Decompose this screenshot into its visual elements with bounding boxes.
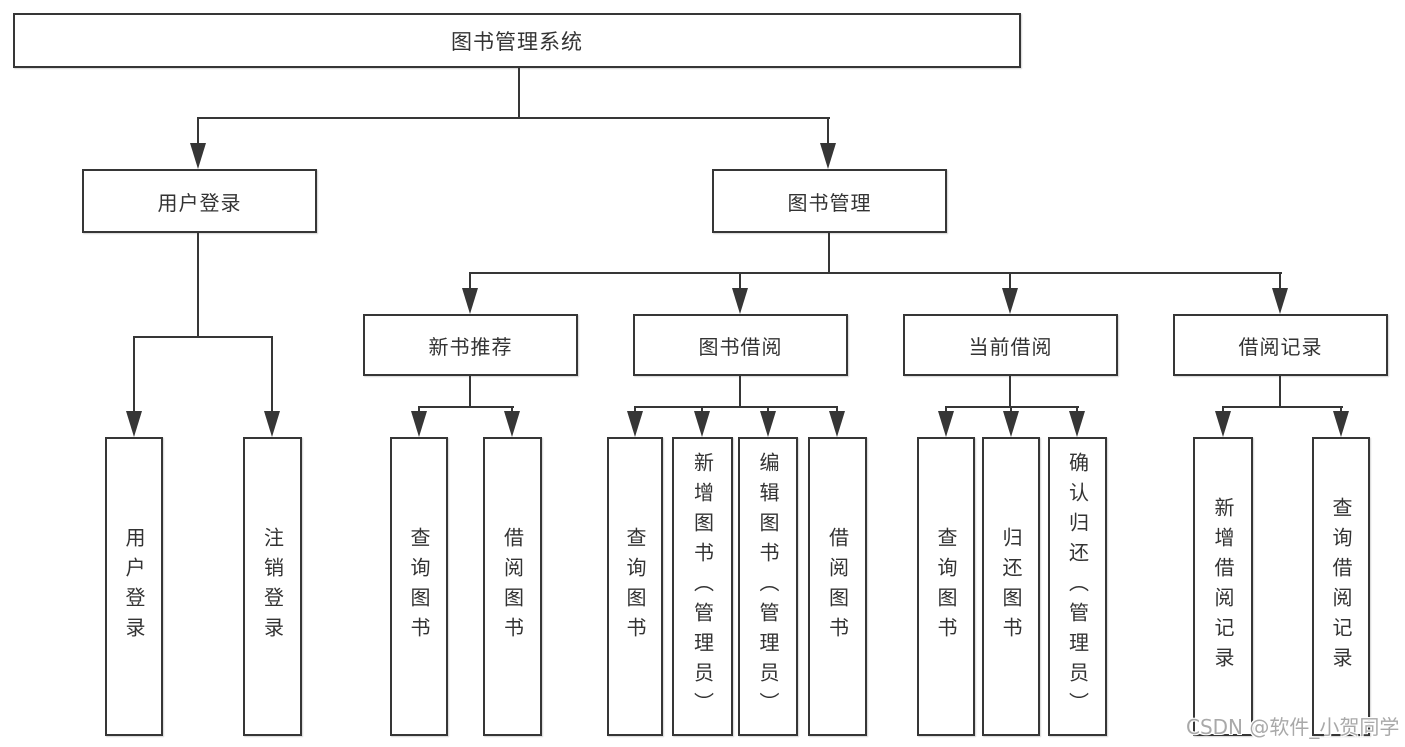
arrowhead-user-login-icon xyxy=(190,143,206,169)
arrowhead-icon xyxy=(1215,411,1231,437)
arrowhead-records-icon xyxy=(1272,288,1288,314)
arrowhead-icon xyxy=(938,411,954,437)
arrowhead-new-books-icon xyxy=(462,288,478,314)
connector-records-branch xyxy=(1222,406,1343,408)
node-add-books-admin: 新增图书（管理员） xyxy=(672,437,733,736)
node-query-borrow-record-label: 查询借阅记录 xyxy=(1329,496,1353,677)
node-user-login: 用户登录 xyxy=(82,169,317,233)
node-borrowing-records: 借阅记录 xyxy=(1173,314,1388,376)
connector-current-stem xyxy=(1009,376,1011,406)
arrowhead-borrowing-icon xyxy=(732,288,748,314)
node-query-books-1: 查询图书 xyxy=(390,437,448,736)
node-return-books: 归还图书 xyxy=(982,437,1040,736)
node-logout: 注销登录 xyxy=(243,437,302,736)
node-current-borrowing-label: 当前借阅 xyxy=(968,334,1053,359)
csdn-watermark: CSDN @软件_小贺同学 xyxy=(1186,715,1400,739)
node-book-borrowing: 图书借阅 xyxy=(633,314,848,376)
node-edit-books-admin: 编辑图书（管理员） xyxy=(738,437,798,736)
node-root: 图书管理系统 xyxy=(13,13,1021,68)
connector-borrowing-stem xyxy=(739,376,741,406)
node-borrow-books-1-label: 借阅图书 xyxy=(500,526,525,647)
connector-to-book-mgmt xyxy=(827,117,829,147)
node-root-label: 图书管理系统 xyxy=(451,29,583,54)
node-user-login-action: 用户登录 xyxy=(105,437,163,736)
connector-to-user-login xyxy=(197,117,199,147)
connector-user-branch xyxy=(133,336,273,338)
arrowhead-icon xyxy=(627,411,643,437)
node-confirm-return-admin-label: 确认归还（管理员） xyxy=(1065,451,1090,722)
node-user-login-label: 用户登录 xyxy=(157,190,242,215)
node-add-books-admin-label: 新增图书（管理员） xyxy=(690,451,715,722)
arrowhead-icon xyxy=(694,411,710,437)
node-query-books-3: 查询图书 xyxy=(917,437,975,736)
node-query-books-3-label: 查询图书 xyxy=(934,526,958,647)
connector-newbooks-stem xyxy=(469,376,471,406)
node-logout-label: 注销登录 xyxy=(260,526,285,647)
arrowhead-icon xyxy=(1333,411,1349,437)
connector-newbooks-branch xyxy=(418,406,514,408)
connector-root-stem xyxy=(518,68,520,117)
arrowhead-icon xyxy=(760,411,776,437)
connector-to-logout xyxy=(271,336,273,416)
connector-to-login xyxy=(133,336,135,416)
connector-to-borrowing xyxy=(739,272,741,292)
arrowhead-login-icon xyxy=(126,411,142,437)
connector-current-branch xyxy=(945,406,1079,408)
connector-records-stem xyxy=(1279,376,1281,406)
arrowhead-book-mgmt-icon xyxy=(820,143,836,169)
node-borrow-books-2: 借阅图书 xyxy=(808,437,867,736)
node-current-borrowing: 当前借阅 xyxy=(903,314,1118,376)
connector-borrowing-branch xyxy=(634,406,838,408)
node-user-login-action-label: 用户登录 xyxy=(122,526,146,647)
node-new-book-recommend-label: 新书推荐 xyxy=(428,334,513,359)
node-confirm-return-admin: 确认归还（管理员） xyxy=(1048,437,1107,736)
node-book-borrowing-label: 图书借阅 xyxy=(698,334,783,359)
arrowhead-icon xyxy=(1003,411,1019,437)
node-query-books-2: 查询图书 xyxy=(607,437,663,736)
connector-to-records xyxy=(1279,272,1281,292)
node-query-books-1-label: 查询图书 xyxy=(407,526,431,647)
node-borrow-books-1: 借阅图书 xyxy=(483,437,542,736)
node-edit-books-admin-label: 编辑图书（管理员） xyxy=(756,451,780,722)
connector-user-stem xyxy=(197,233,199,336)
node-add-borrow-record: 新增借阅记录 xyxy=(1193,437,1253,736)
node-borrow-books-2-label: 借阅图书 xyxy=(825,526,850,647)
arrowhead-current-icon xyxy=(1002,288,1018,314)
connector-bookmgmt-stem xyxy=(828,233,830,272)
node-book-management: 图书管理 xyxy=(712,169,947,233)
node-borrowing-records-label: 借阅记录 xyxy=(1238,334,1323,359)
node-book-management-label: 图书管理 xyxy=(787,190,872,215)
connector-to-new-books xyxy=(469,272,471,292)
arrowhead-logout-icon xyxy=(264,411,280,437)
connector-to-current xyxy=(1009,272,1011,292)
node-return-books-label: 归还图书 xyxy=(999,526,1023,647)
node-query-borrow-record: 查询借阅记录 xyxy=(1312,437,1370,736)
node-query-books-2-label: 查询图书 xyxy=(623,526,647,647)
arrowhead-icon xyxy=(829,411,845,437)
connector-bookmgmt-branch xyxy=(469,272,1282,274)
arrowhead-icon xyxy=(1069,411,1085,437)
arrowhead-icon xyxy=(504,411,520,437)
connector-root-branch xyxy=(197,117,830,119)
arrowhead-icon xyxy=(411,411,427,437)
node-new-book-recommend: 新书推荐 xyxy=(363,314,578,376)
node-add-borrow-record-label: 新增借阅记录 xyxy=(1211,496,1235,677)
